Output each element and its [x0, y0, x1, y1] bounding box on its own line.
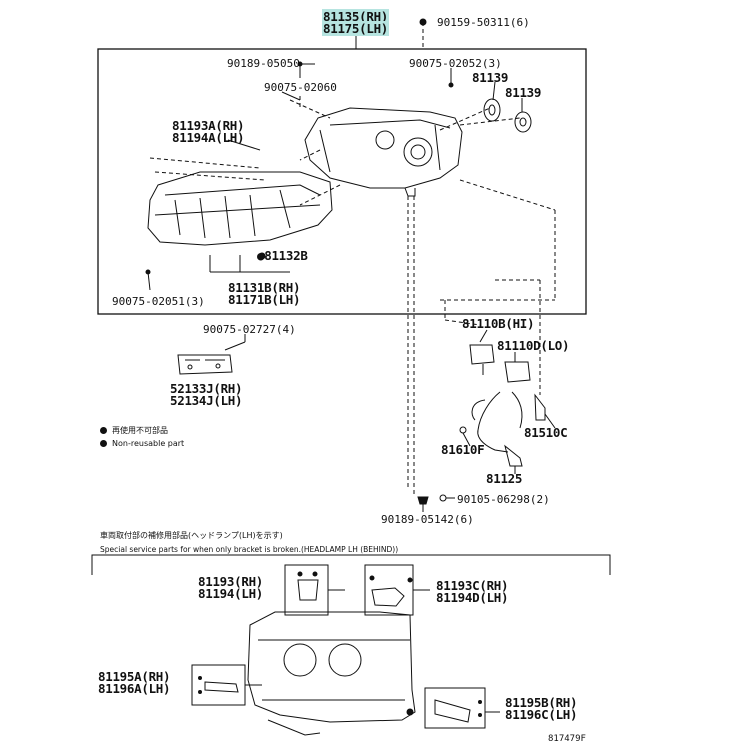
part-number-81195A[interactable]: 81195A(RH)	[98, 669, 171, 684]
part-number-81510C[interactable]: 81510C	[524, 425, 568, 440]
part-number-81175[interactable]: 81175(LH)	[322, 21, 390, 36]
part-number-90189-05142[interactable]: 90189-05142(6)	[381, 513, 474, 526]
part-number-81194D[interactable]: 81194D(LH)	[436, 590, 509, 605]
part-number-52133J[interactable]: 52133J(RH)	[170, 381, 243, 396]
illustration-id: 817479F	[548, 734, 586, 744]
bracket-52133	[177, 354, 233, 375]
part-number-81131B[interactable]: 81131B(RH)	[228, 280, 301, 295]
part-number-81195B[interactable]: 81195B(RH)	[505, 695, 578, 710]
part-number-90075-02052[interactable]: 90075-02052(3)	[409, 57, 502, 70]
callout-box-81193	[284, 564, 329, 616]
part-number-52134J[interactable]: 52134J(LH)	[170, 393, 243, 408]
part-number-90075-02727[interactable]: 90075-02727(4)	[203, 323, 296, 336]
callout-box-81195A	[191, 664, 246, 706]
legend-dot-icon	[100, 440, 107, 447]
part-number-81139-b[interactable]: 81139	[505, 85, 542, 100]
part-number-81194A[interactable]: 81194A(LH)	[172, 130, 245, 145]
part-number-81110B[interactable]: 81110B(HI)	[462, 316, 535, 331]
part-number-90075-02060[interactable]: 90075-02060	[264, 81, 337, 94]
non-reusable-mark	[258, 252, 266, 260]
assembly-frame	[97, 48, 587, 315]
part-number-81193[interactable]: 81193(RH)	[198, 574, 264, 589]
part-number-81193A[interactable]: 81193A(RH)	[172, 118, 245, 133]
part-number-81110D[interactable]: 81110D(LO)	[497, 338, 570, 353]
bulb-assembly	[459, 329, 556, 474]
part-number-90075-02051[interactable]: 90075-02051(3)	[112, 295, 205, 308]
callout-box-81195B	[424, 687, 486, 729]
legend-dot-icon	[100, 427, 107, 434]
headlamp-housing	[304, 107, 463, 197]
section-heading-jp: 車両取付部の補修用部品(ヘッドランプ(LH)を示す)	[100, 531, 283, 540]
part-number-81125[interactable]: 81125	[486, 471, 523, 486]
legend-non-reusable-en: Non-reusable part	[100, 439, 184, 448]
part-number-90159[interactable]: 90159-50311(6)	[437, 16, 530, 29]
part-number-90189-05050[interactable]: 90189-05050	[227, 57, 300, 70]
part-number-90105-06298[interactable]: 90105-06298(2)	[457, 493, 550, 506]
headlamp-lens	[147, 171, 333, 246]
housing-back	[247, 611, 416, 736]
part-number-81193C[interactable]: 81193C(RH)	[436, 578, 509, 593]
part-number-81139-a[interactable]: 81139	[472, 70, 509, 85]
legend-non-reusable-jp: 再使用不可部品	[100, 426, 168, 435]
part-number-81196C[interactable]: 81196C(LH)	[505, 707, 578, 722]
part-number-81194[interactable]: 81194(LH)	[198, 586, 264, 601]
part-number-81196A[interactable]: 81196A(LH)	[98, 681, 171, 696]
section-heading-en: Special service parts for when only brac…	[100, 545, 399, 554]
part-number-81171B[interactable]: 81171B(LH)	[228, 292, 301, 307]
part-number-81132B[interactable]: ●81132B	[257, 248, 308, 263]
part-number-81610F[interactable]: 81610F	[441, 442, 485, 457]
part-number-81135[interactable]: 81135(RH)	[322, 9, 390, 24]
